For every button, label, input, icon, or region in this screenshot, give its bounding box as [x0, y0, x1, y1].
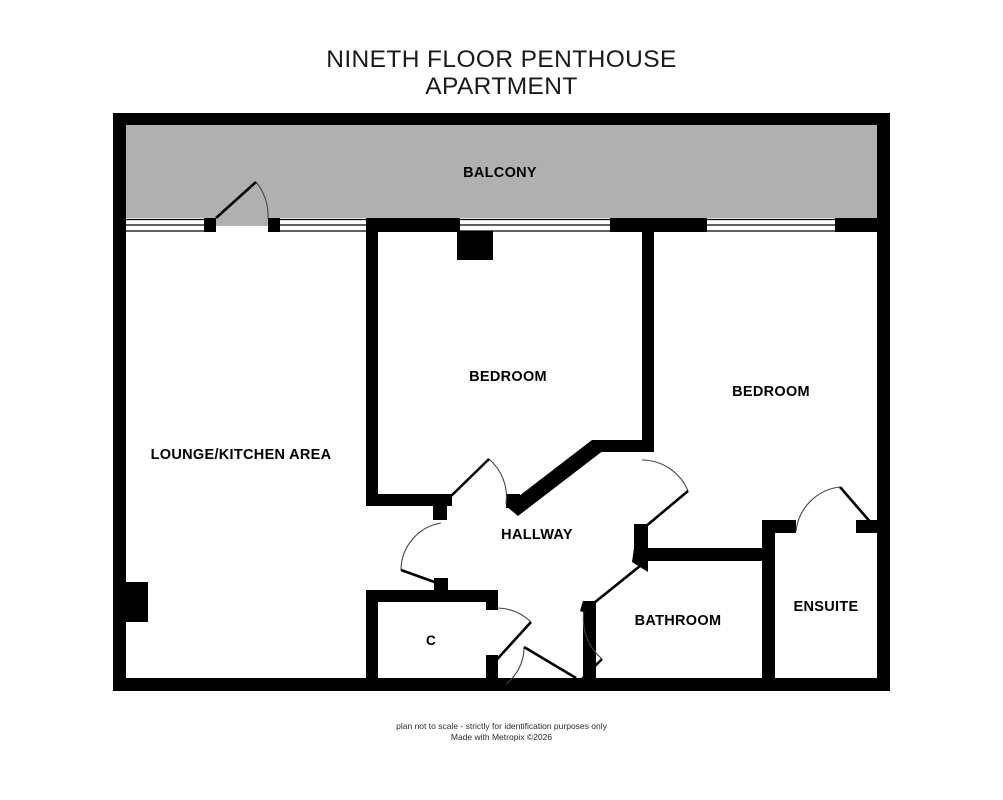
fixtures	[120, 231, 493, 622]
wall-bathroom-top	[634, 548, 762, 561]
balcony-partition	[126, 218, 890, 232]
wall-ensuite-top-right	[856, 520, 890, 533]
door-arc-ensuite	[795, 486, 841, 532]
room-label-balcony: BALCONY	[463, 165, 537, 181]
footer-line-2: Made with Metropix ©2026	[450, 732, 553, 742]
wall-jamb-hallway-right	[634, 524, 648, 550]
room-label-bedroom-2: BEDROOM	[732, 384, 810, 400]
door-arc-cupboard-lower	[505, 646, 525, 685]
door-leaf-lounge	[400, 568, 441, 586]
footer-line-1: plan not to scale - strictly for identif…	[396, 721, 607, 731]
exterior-walls	[113, 113, 890, 691]
wall-between-bedroom-windows	[610, 218, 707, 232]
wall-jamb-diagonal-base	[506, 494, 520, 508]
wall-jamb-cupboard-top	[434, 578, 448, 592]
wall-pier-lounge-2	[268, 218, 280, 232]
wall-cupboard-top	[366, 590, 498, 602]
door-leaf-bedroom1	[446, 458, 490, 501]
footer-disclaimer: plan not to scale - strictly for identif…	[0, 721, 1003, 743]
room-label-bathroom: BATHROOM	[635, 613, 722, 629]
balcony-floor	[113, 113, 890, 226]
title-line-2: APARTMENT	[425, 73, 578, 100]
wall-ensuite-left	[762, 520, 775, 679]
wall-bedroom2-bottom	[592, 440, 654, 452]
door-arc-bedroom2	[641, 459, 689, 492]
wall-right-outer	[877, 113, 890, 691]
wall-bedroom1-bottom	[366, 494, 452, 506]
wall-jamb-bedroom1-hall	[433, 506, 447, 520]
wall-left-outer	[113, 218, 126, 691]
wall-bottom-outer	[113, 678, 890, 691]
balcony-door	[215, 181, 269, 219]
wall-lounge-bedroom1	[366, 232, 378, 506]
wall-bedroom2-top-right	[835, 218, 890, 232]
room-label-lounge: LOUNGE/KITCHEN AREA	[151, 447, 332, 463]
balcony-door-leaf	[215, 181, 257, 219]
door-arc-lounge	[400, 522, 442, 571]
door-leaf-bathroom-lower	[581, 658, 603, 680]
room-label-hallway: HALLWAY	[501, 527, 573, 543]
door-leaf-cupboard-lower	[523, 645, 577, 680]
wall-bedroom1-top-left	[366, 218, 460, 232]
door-leaf-cupboard-upper	[490, 621, 532, 667]
wall-ensuite-top	[762, 520, 796, 533]
room-labels: BALCONY LOUNGE/KITCHEN AREA BEDROOM BEDR…	[151, 165, 859, 648]
room-label-cupboard: C	[426, 633, 436, 648]
column-lounge-left	[120, 582, 148, 622]
wall-cupboard-left	[366, 590, 378, 679]
interior-walls	[366, 232, 890, 679]
room-label-ensuite: ENSUITE	[794, 599, 859, 615]
wall-bedroom1-bedroom2	[642, 232, 654, 452]
wall-bathroom-left	[583, 601, 596, 679]
balcony-door-arc	[255, 181, 269, 219]
door-arc-bedroom1	[488, 458, 508, 505]
door-leaf-ensuite	[839, 486, 873, 525]
door-swings	[400, 458, 873, 685]
title-line-1: NINETH FLOOR PENTHOUSE	[326, 46, 677, 73]
column-bedroom1-top	[457, 231, 493, 260]
door-arc-cupboard-upper	[497, 607, 532, 623]
wall-balcony-left	[113, 113, 126, 218]
wall-hallway-diagonal	[506, 440, 604, 516]
wall-jamb-bathroom-top-left	[632, 548, 648, 572]
wall-cupboard-right-top	[486, 590, 498, 610]
door-arc-bathroom	[582, 610, 603, 660]
balcony-area	[113, 113, 890, 226]
door-leaf-bedroom2	[644, 490, 689, 528]
page-title: NINETH FLOOR PENTHOUSE APARTMENT	[0, 46, 1003, 100]
room-label-bedroom-1: BEDROOM	[469, 369, 547, 385]
wall-pier-lounge-1	[204, 218, 216, 232]
door-leaf-bathroom	[583, 564, 641, 613]
wall-balcony-top	[113, 113, 890, 125]
